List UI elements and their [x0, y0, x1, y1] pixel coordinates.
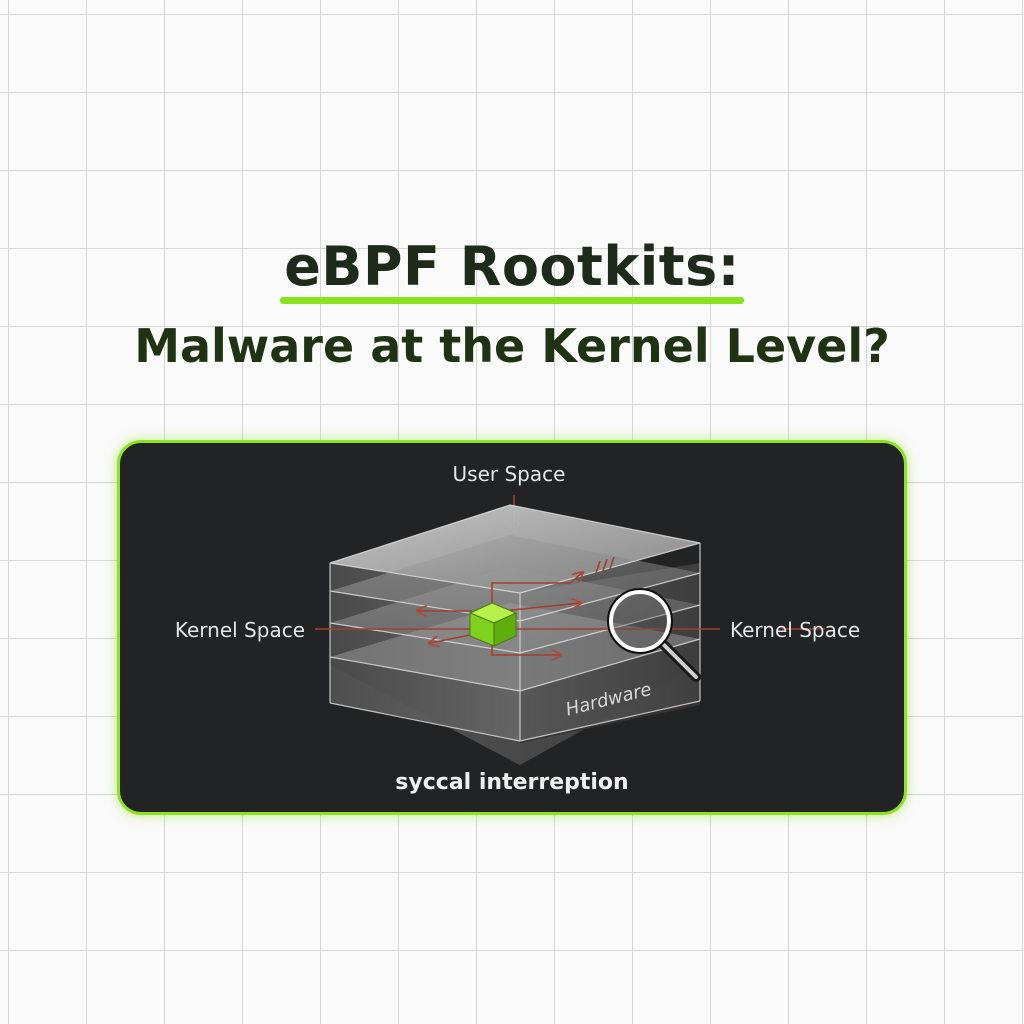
- ebpf-cube-icon: [468, 602, 518, 647]
- title-underline: [280, 297, 744, 304]
- kernel-layers-diagram: User Space Hardware: [175, 462, 860, 795]
- title-line1-text: eBPF Rootkits:: [284, 235, 740, 298]
- diagram-panel: User Space Hardware: [117, 440, 907, 815]
- title-block: eBPF Rootkits: Malware at the Kernel Lev…: [0, 232, 1024, 376]
- diagram-caption: syccal interreption: [395, 770, 628, 795]
- kernel-space-left-label: Kernel Space: [175, 618, 305, 642]
- stack-edges: [329, 504, 701, 742]
- title-subheading: Malware at the Kernel Level?: [134, 319, 890, 373]
- magnifier-icon: [607, 588, 701, 682]
- user-space-label: User Space: [453, 462, 566, 486]
- title-heading: eBPF Rootkits:: [280, 232, 744, 304]
- kernel-space-right-label: Kernel Space: [730, 618, 860, 642]
